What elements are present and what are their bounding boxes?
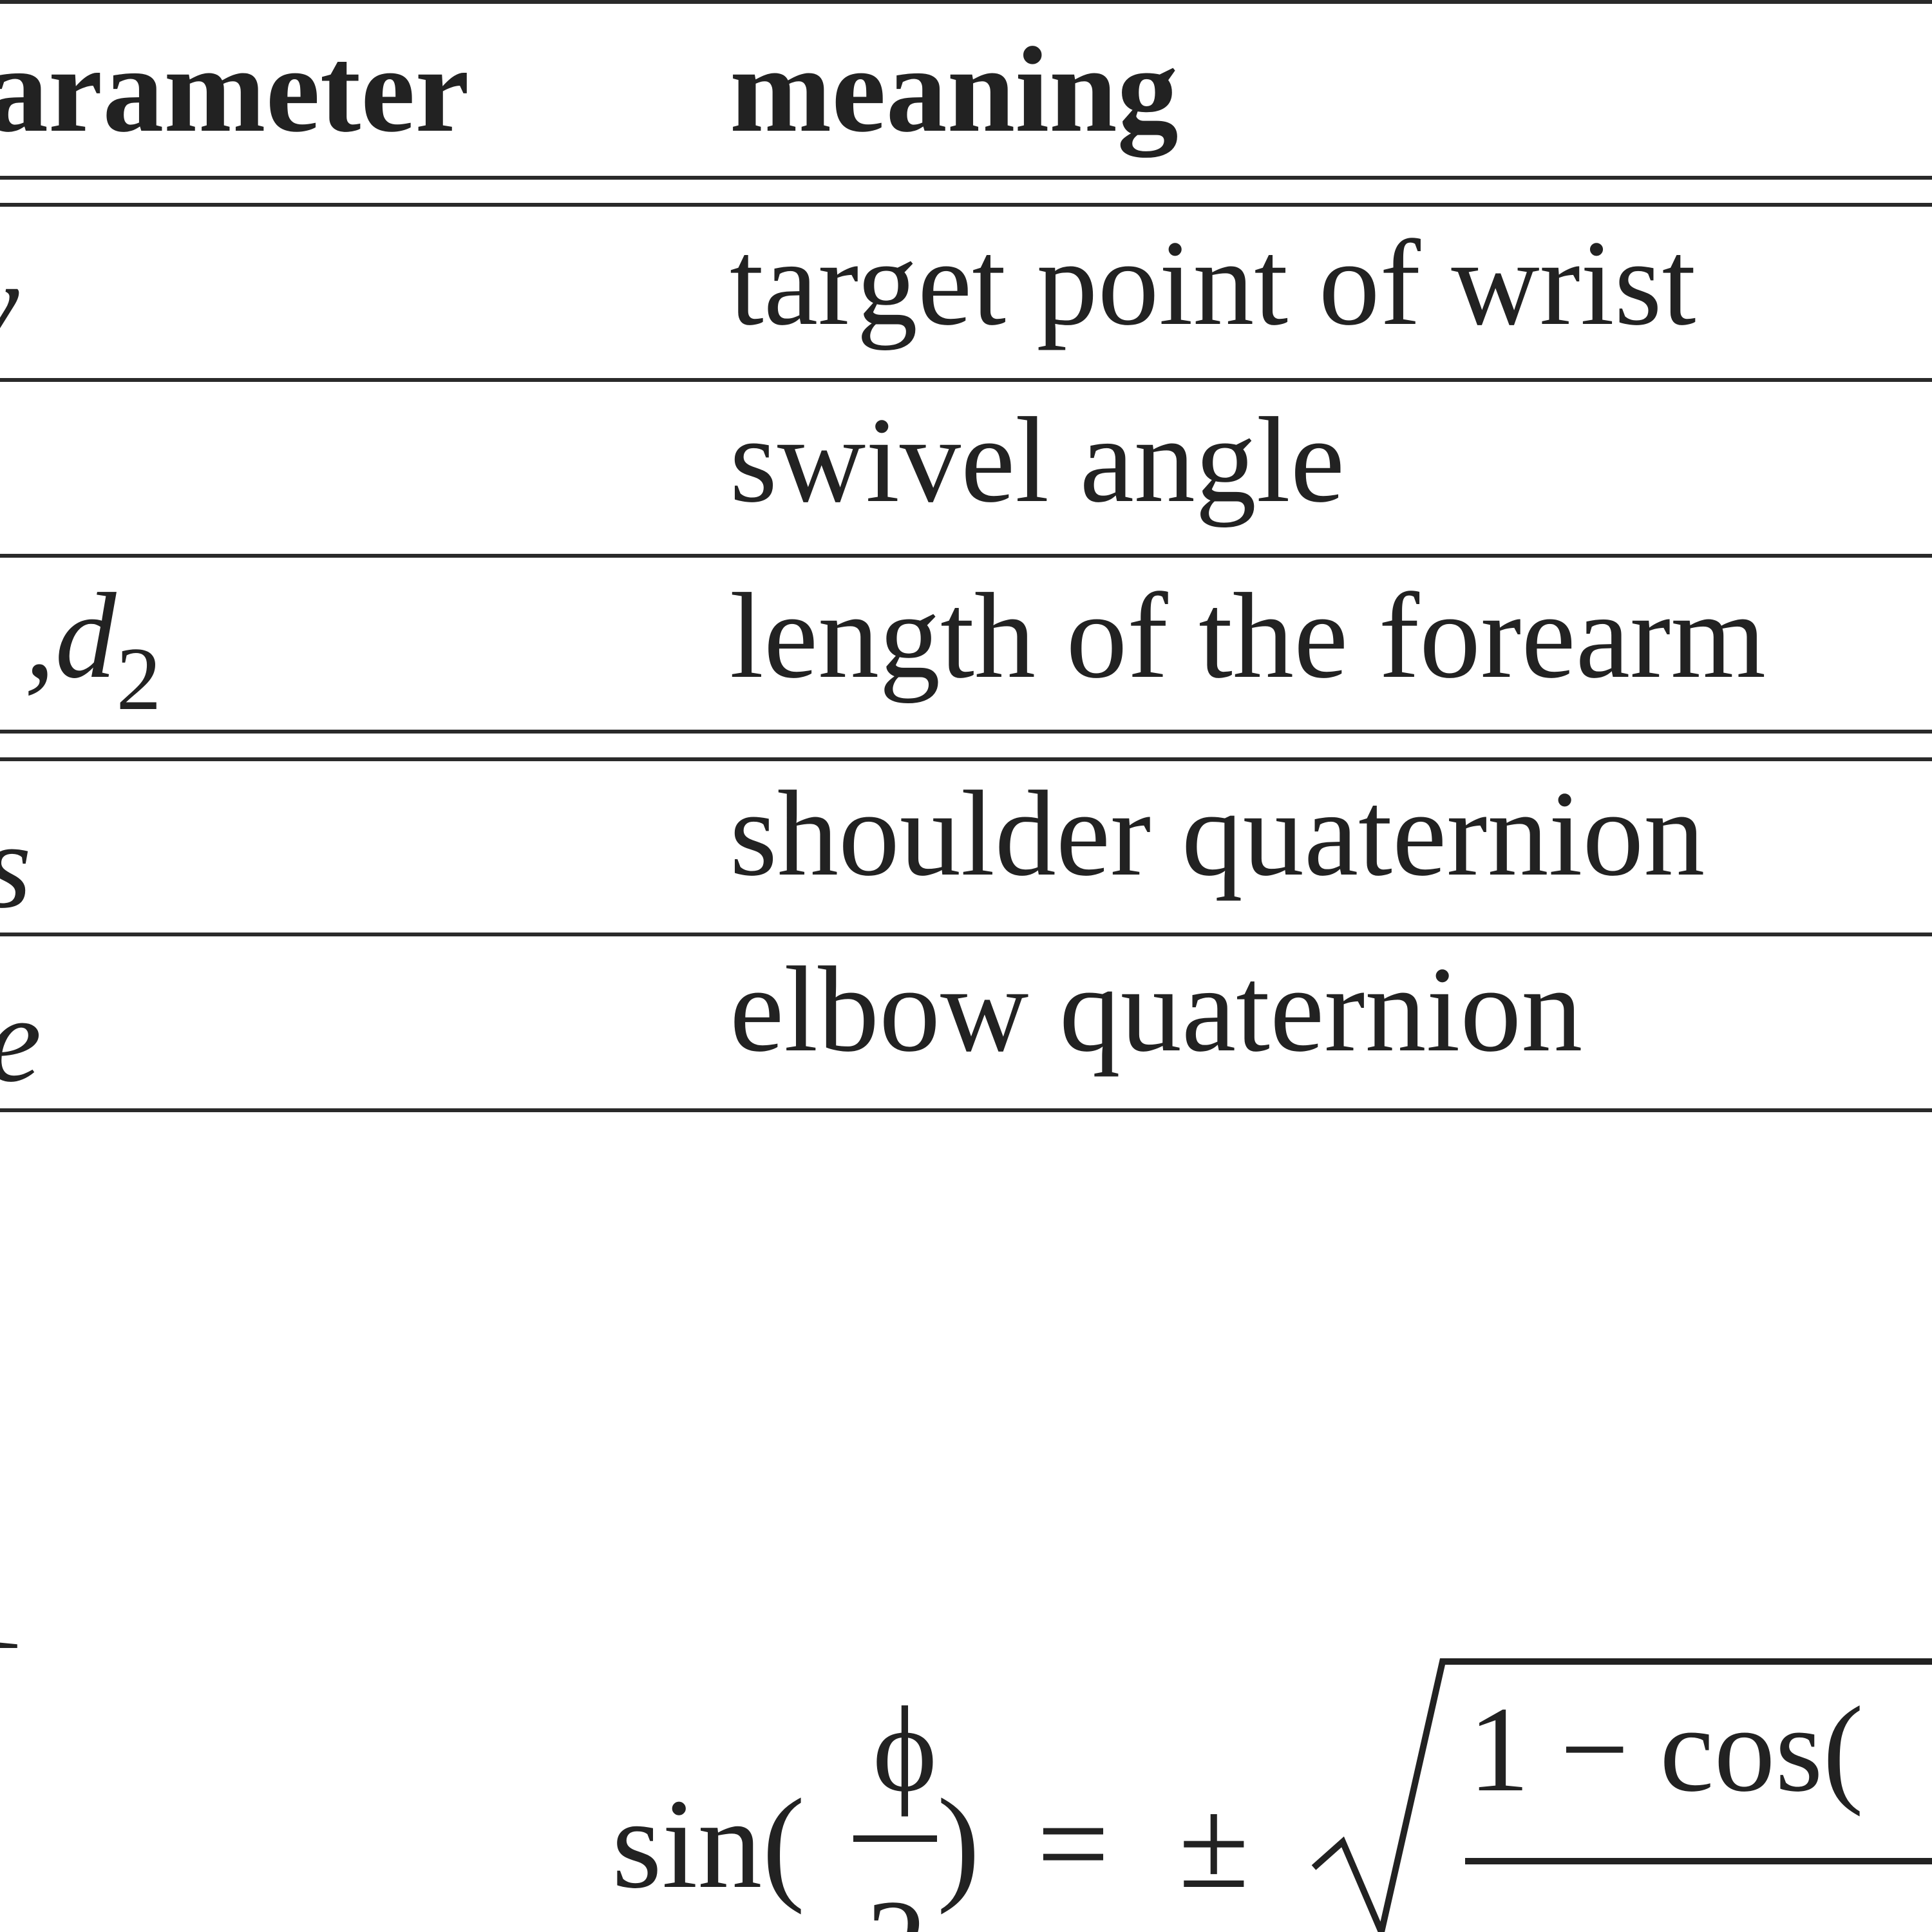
row-5-param-main: e bbox=[0, 972, 41, 1108]
row-1-meaning: target point of wrist bbox=[730, 216, 1696, 351]
table-top-rule bbox=[0, 0, 1932, 4]
cropped-fragment: 1 bbox=[0, 1530, 26, 1671]
equation-frac-num: ϕ bbox=[873, 1682, 937, 1817]
row-4-parameter: s bbox=[0, 805, 32, 927]
equation-sqrt-numerator: 1 − cos( bbox=[1468, 1682, 1864, 1817]
row-3-meaning: length of the forearm bbox=[730, 569, 1766, 704]
row-2-meaning: swivel angle bbox=[730, 393, 1345, 528]
header-parameter: arameter bbox=[0, 23, 469, 158]
table-bottom-rule bbox=[0, 1108, 1932, 1112]
row-3-parameter: ,d2 bbox=[24, 575, 162, 724]
equation-lhs: sin( bbox=[612, 1773, 805, 1915]
row-3-param-main: ,d bbox=[24, 569, 117, 704]
row-rule-2 bbox=[0, 554, 1932, 558]
row-3-param-sub: 2 bbox=[116, 629, 162, 729]
group-double-rule-a bbox=[0, 730, 1932, 734]
row-1-param-main: v bbox=[0, 237, 19, 372]
row-5-parameter: e bbox=[0, 979, 41, 1101]
row-rule-4 bbox=[0, 933, 1932, 936]
equation: sin( ϕ 2 ) = ± 1 − cos( bbox=[612, 1658, 1932, 1932]
group-double-rule-b bbox=[0, 757, 1932, 761]
equation-plus-minus: ± bbox=[1179, 1773, 1249, 1915]
equation-frac-den: 2 bbox=[866, 1875, 927, 1932]
row-4-meaning: shoulder quaternion bbox=[730, 766, 1705, 902]
header-meaning: meaning bbox=[730, 23, 1179, 158]
row-rule-1 bbox=[0, 378, 1932, 382]
row-4-param-main: s bbox=[0, 799, 32, 934]
equation-close-paren: ) bbox=[937, 1773, 980, 1915]
equation-equals: = bbox=[1037, 1773, 1110, 1915]
row-5-meaning: elbow quaternion bbox=[730, 942, 1583, 1077]
header-double-rule-b bbox=[0, 203, 1932, 207]
row-1-parameter: v bbox=[0, 243, 19, 366]
sqrt-radical-icon bbox=[1311, 1658, 1932, 1932]
header-double-rule-a bbox=[0, 176, 1932, 180]
